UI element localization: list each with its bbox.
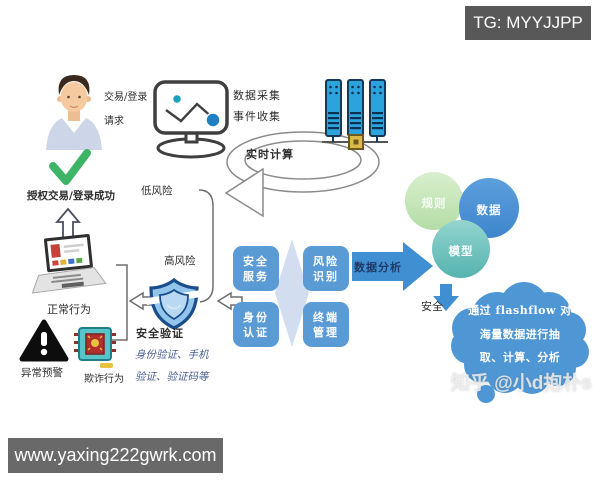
- monitor-chart-icon: [153, 80, 229, 159]
- secure-label: 安全: [421, 300, 443, 313]
- fraud-behavior-label: 欺诈行为: [84, 374, 124, 385]
- authorized-label: 授权交易/登录成功: [27, 190, 115, 202]
- outcome-bracket-line: [110, 264, 128, 341]
- realtime-label: 实时计算: [246, 148, 294, 161]
- risk-branch-line: [198, 189, 214, 303]
- abnormal-alert-label: 异常预警: [21, 367, 63, 379]
- request-label-line1: 交易/登录: [104, 92, 148, 103]
- box-label: 服务: [243, 269, 269, 283]
- data-circle-label: 数据: [476, 203, 502, 217]
- cloud-text-line3: 取、计算、分析: [479, 351, 561, 364]
- box-label: 认证: [243, 325, 269, 339]
- box-label: 管理: [313, 325, 339, 339]
- checkmark-icon: [49, 149, 91, 185]
- cloud-text-line1: 通过 flashflow 对: [468, 304, 572, 317]
- user-avatar-icon: [46, 75, 102, 150]
- box-identity-auth: 身份 认证: [233, 302, 279, 347]
- zhihu-watermark: 知乎 @小d抱朴s: [451, 373, 592, 394]
- website-badge: www.yaxing222gwrk.com: [8, 438, 223, 473]
- normal-behavior-label: 正常行为: [47, 303, 91, 316]
- fraud-chip-icon: [74, 327, 116, 368]
- rules-circle: [405, 172, 463, 230]
- verify-title-label: 安全验证: [136, 327, 184, 340]
- box-terminal-manage: 终端 管理: [303, 302, 349, 347]
- collect-label-line1: 数据采集: [233, 89, 281, 102]
- up-arrow: [55, 207, 81, 239]
- cloud-shape: [451, 282, 589, 403]
- model-circle: [432, 220, 490, 278]
- request-label-line2: 请求: [104, 116, 124, 127]
- engine-diamond: [275, 239, 309, 347]
- box-label: 终端: [313, 310, 339, 324]
- high-risk-label: 高风险: [164, 255, 196, 267]
- box-label: 安全: [243, 254, 269, 268]
- box-label: 身份: [243, 310, 269, 324]
- verify-desc-line2: 验证、验证码等: [135, 371, 209, 383]
- warning-icon: [19, 319, 69, 362]
- box-security-service: 安全 服务: [233, 246, 279, 291]
- tg-contact-badge: TG: MYYJJPP: [465, 6, 591, 40]
- shield-icon: [147, 277, 201, 330]
- rules-circle-label: 规则: [421, 196, 447, 210]
- model-circle-label: 模型: [448, 244, 474, 258]
- analysis-arrow-label: 数据分析: [354, 261, 402, 274]
- secure-down-arrow: [433, 284, 459, 311]
- server-rack-icon: [322, 79, 388, 150]
- analysis-arrow: [352, 242, 433, 291]
- laptop-icon: [31, 233, 107, 294]
- realtime-loop-arrow: [224, 131, 380, 218]
- collect-label-line2: 事件收集: [233, 110, 281, 123]
- box-label: 识别: [313, 269, 339, 283]
- box-risk-identify: 风险 识别: [303, 246, 349, 291]
- low-risk-label: 低风险: [141, 185, 173, 197]
- data-circle: [459, 178, 519, 238]
- box-label: 风险: [313, 254, 339, 268]
- verify-desc-line1: 身份验证、手机: [135, 349, 209, 361]
- cloud-text-line2: 海量数据进行抽: [479, 328, 561, 341]
